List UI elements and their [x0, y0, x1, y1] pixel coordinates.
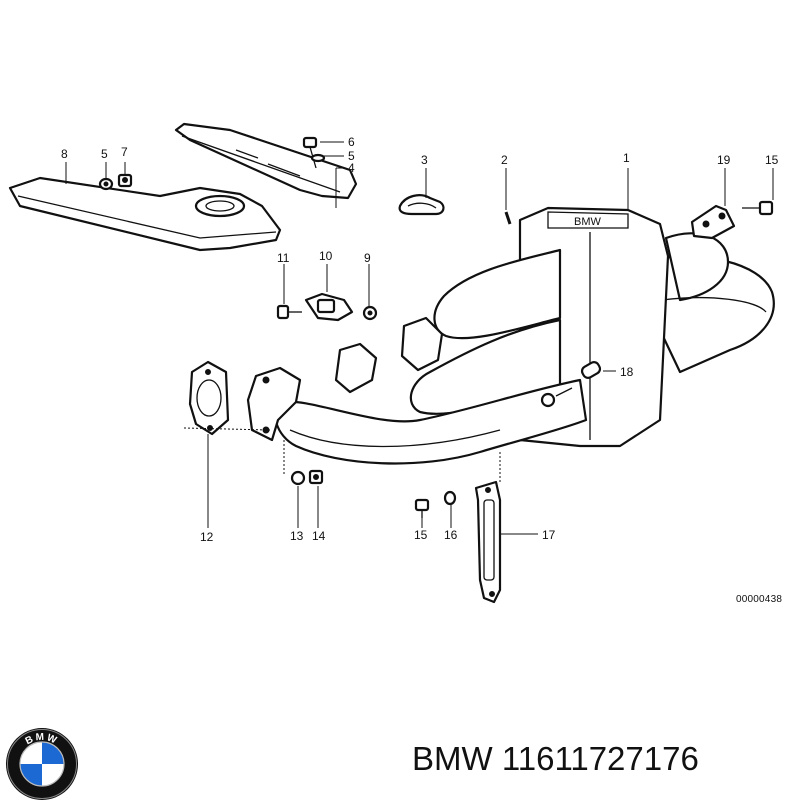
callout-12: 12 [200, 530, 214, 544]
manifold-emboss: BMW [574, 216, 602, 228]
callouts: 8 5 7 6 5 4 3 2 1 19 15 11 10 9 18 12 13… [61, 135, 779, 544]
callout-15-bottom: 15 [414, 528, 428, 542]
callout-10: 10 [319, 249, 333, 263]
callout-17: 17 [542, 528, 556, 542]
leader-lines [65, 141, 774, 535]
bolt-11 [276, 304, 302, 320]
brand-name: BMW [412, 740, 493, 777]
callout-4: 4 [348, 161, 355, 175]
heat-shield-4 [174, 122, 358, 200]
washer-16 [443, 490, 457, 506]
clamp-3 [398, 194, 445, 216]
callout-15-top: 15 [765, 153, 779, 167]
callout-18: 18 [620, 365, 634, 379]
bracket-17 [474, 480, 502, 604]
nut-14 [308, 469, 324, 485]
exhaust-manifold-1: BMW [246, 206, 775, 465]
callout-2: 2 [501, 153, 508, 167]
washer-5b [310, 153, 326, 163]
callout-8: 8 [61, 147, 68, 161]
callout-9: 9 [364, 251, 371, 265]
callout-13: 13 [290, 529, 304, 543]
washer-13 [290, 470, 306, 486]
callout-14: 14 [312, 529, 326, 543]
bolt-15-top [742, 200, 774, 216]
washer-5 [98, 177, 114, 191]
bolt-15-lower [414, 498, 430, 518]
gasket-12 [188, 360, 230, 436]
svg-text:BMW: BMW [24, 732, 60, 747]
bracket-19 [690, 204, 736, 240]
brand-part-number: BMW 11611727176 [412, 740, 699, 778]
nut-7 [117, 173, 133, 188]
part-number: 11611727176 [501, 740, 699, 777]
callout-19: 19 [717, 153, 731, 167]
callout-3: 3 [421, 153, 428, 167]
heat-shield-8 [8, 176, 282, 252]
diagram-reference-code: 00000438 [736, 594, 783, 605]
washer-9 [362, 305, 378, 321]
bracket-10 [304, 292, 354, 322]
callout-1: 1 [623, 151, 630, 165]
callout-6: 6 [348, 135, 355, 149]
callout-5-top: 5 [348, 149, 355, 163]
callout-5-left: 5 [101, 147, 108, 161]
stud-2 [504, 211, 512, 225]
bmw-roundel-icon: BMW [6, 728, 78, 800]
logo-letters: BMW [24, 732, 58, 747]
callout-7: 7 [121, 145, 128, 159]
callout-11: 11 [277, 251, 290, 265]
callout-16: 16 [444, 528, 458, 542]
sleeve-18 [580, 361, 602, 379]
